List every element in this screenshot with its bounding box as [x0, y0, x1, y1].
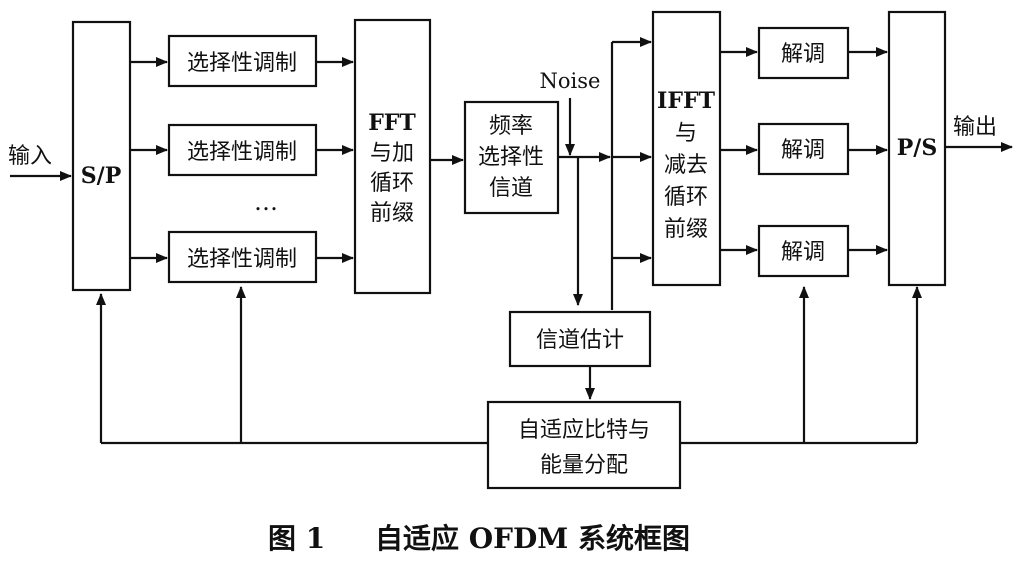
channel-block: 频率 选择性 信道	[463, 100, 560, 215]
svg-text:信道估计: 信道估计	[536, 328, 624, 353]
svg-text:IFFT: IFFT	[657, 88, 716, 114]
figure-title: 自适应 OFDM 系统框图	[375, 522, 690, 555]
ps-label: P/S	[897, 135, 937, 161]
fft-block: FFT 与加 循环 前缀	[353, 18, 432, 295]
modulator-block-1: 选择性调制	[167, 34, 318, 88]
svg-text:选择性: 选择性	[478, 145, 544, 170]
fft-label-line-2: 与加	[370, 141, 414, 166]
svg-text:选择性调制: 选择性调制	[187, 140, 297, 165]
fft-label-line-3: 循环	[370, 171, 414, 196]
svg-text:解调: 解调	[781, 138, 825, 163]
modulator-block-3: 选择性调制	[167, 230, 318, 284]
svg-text:减去: 减去	[664, 153, 708, 178]
fft-label-line-1: FFT	[368, 110, 416, 136]
sp-label: S/P	[81, 163, 121, 189]
input-label: 输入	[8, 144, 52, 169]
svg-text:能量分配: 能量分配	[540, 453, 628, 478]
svg-text:选择性调制: 选择性调制	[187, 247, 297, 272]
modulator-ellipsis: …	[254, 188, 278, 216]
modulator-block-2: 选择性调制	[167, 123, 318, 177]
fft-label-line-4: 前缀	[370, 201, 414, 226]
figure-number: 图 1	[268, 522, 325, 555]
svg-text:与: 与	[675, 121, 697, 146]
demodulator-block-1: 解调	[757, 26, 850, 80]
demodulator-block-3: 解调	[757, 224, 850, 278]
ifft-block: IFFT 与 减去 循环 前缀	[651, 10, 722, 287]
svg-text:前缀: 前缀	[664, 217, 708, 242]
svg-text:循环: 循环	[664, 185, 708, 210]
svg-text:自适应比特与: 自适应比特与	[518, 418, 650, 443]
output-label: 输出	[953, 115, 997, 140]
channel-estimation-block: 信道估计	[508, 310, 652, 368]
svg-text:解调: 解调	[781, 42, 825, 67]
svg-text:频率: 频率	[489, 114, 533, 139]
ps-block: P/S	[887, 10, 947, 287]
demodulator-block-2: 解调	[757, 122, 850, 176]
svg-text:选择性调制: 选择性调制	[187, 51, 297, 76]
noise-label: Noise	[540, 69, 601, 93]
sp-block: S/P	[71, 20, 132, 292]
adaptive-allocation-block: 自适应比特与 能量分配	[486, 400, 682, 490]
svg-text:信道: 信道	[489, 176, 533, 201]
svg-text:解调: 解调	[781, 240, 825, 265]
connectors	[10, 37, 1013, 445]
